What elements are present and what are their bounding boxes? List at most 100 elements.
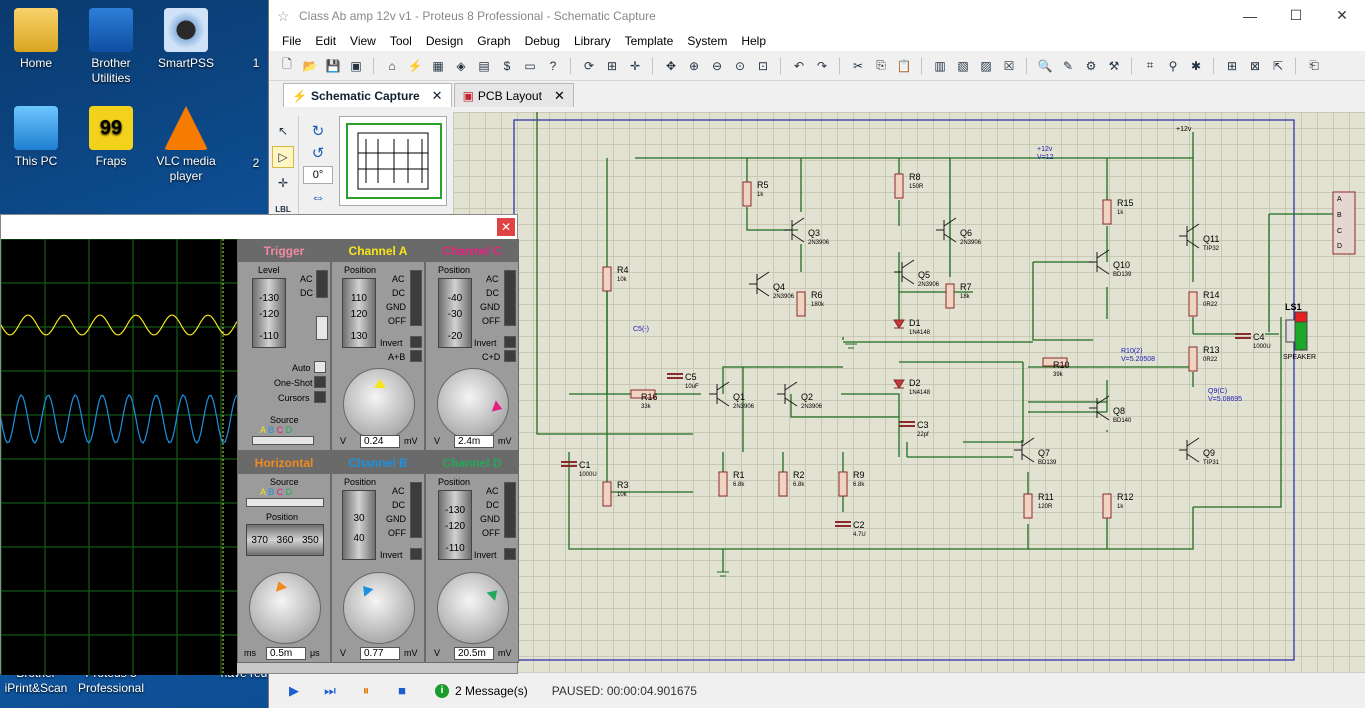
wire-label-icon[interactable]: LBL <box>275 204 291 214</box>
pause-icon[interactable]: ⏸ <box>362 682 370 698</box>
step-icon[interactable]: ⏭ <box>324 682 336 698</box>
desktop-icon-partial-2[interactable]: 2 <box>252 156 260 170</box>
wire-autorouter-icon[interactable]: ⌗ <box>1146 58 1154 72</box>
desktop-icon-this-pc[interactable]: This PC <box>0 106 72 169</box>
new-sheet-icon[interactable]: ⊞ <box>1226 58 1238 73</box>
desktop-icon-smartpss[interactable]: SmartPSS <box>150 8 222 71</box>
decompose-icon[interactable]: ⚒ <box>1108 58 1120 73</box>
channel-d-invert-toggle[interactable] <box>504 548 516 560</box>
menu-view[interactable]: View <box>350 34 376 48</box>
menu-debug[interactable]: Debug <box>524 34 560 48</box>
menu-file[interactable]: File <box>282 34 302 48</box>
menu-system[interactable]: System <box>687 34 728 48</box>
desktop-icon-fraps[interactable]: 99 Fraps <box>75 106 147 169</box>
pick-device-icon[interactable]: 🔍 <box>1037 58 1053 73</box>
channel-c-volts-knob[interactable] <box>437 368 509 440</box>
grid-toggle-icon[interactable]: ⊞ <box>606 58 618 73</box>
block-move-icon[interactable]: ▧ <box>957 58 969 73</box>
block-rotate-icon[interactable]: ▨ <box>980 58 992 73</box>
close-button[interactable]: ✕ <box>1336 7 1348 23</box>
minimize-button[interactable]: — <box>1243 7 1257 24</box>
trigger-auto-toggle[interactable] <box>314 361 326 373</box>
trigger-edge-switch[interactable] <box>316 316 328 340</box>
schematic-icon[interactable]: ⚡ <box>407 58 423 73</box>
channel-b-coupling-switch[interactable] <box>410 482 422 538</box>
zoom-out-icon[interactable]: ⊖ <box>711 58 723 73</box>
rotation-angle[interactable]: 0° <box>303 166 333 184</box>
title-bar[interactable]: ☆ Class Ab amp 12v v1 - Proteus 8 Profes… <box>269 0 1365 31</box>
menu-design[interactable]: Design <box>425 34 464 48</box>
make-device-icon[interactable]: ✎ <box>1062 58 1074 73</box>
channel-a-combine-toggle[interactable] <box>410 350 422 362</box>
channel-a-position-wheel[interactable]: 110 120 130 <box>342 278 376 348</box>
gerber-icon[interactable]: ◈ <box>456 58 466 73</box>
zoom-all-icon[interactable]: ⊙ <box>734 58 746 73</box>
zoom-in-icon[interactable]: ⊕ <box>688 58 700 73</box>
copy-icon[interactable]: ⎘ <box>876 58 886 72</box>
channel-d-volts-knob[interactable] <box>437 572 509 644</box>
netlist-icon[interactable]: ⎗ <box>1309 58 1319 72</box>
channel-a-invert-toggle[interactable] <box>410 336 422 348</box>
play-icon[interactable]: ▶ <box>289 682 299 698</box>
channel-c-invert-toggle[interactable] <box>504 336 516 348</box>
trigger-coupling-switch[interactable] <box>316 270 328 298</box>
source-code-icon[interactable]: $ <box>503 58 511 73</box>
channel-c-combine-toggle[interactable] <box>504 350 516 362</box>
scope-close-icon[interactable]: ✕ <box>497 218 515 236</box>
menu-graph[interactable]: Graph <box>477 34 511 48</box>
paste-icon[interactable]: 📋 <box>896 58 912 73</box>
close-tab-icon[interactable]: ✕ <box>431 87 443 103</box>
trigger-level-wheel[interactable]: -130 -120 -110 <box>252 278 286 348</box>
scope-title-bar[interactable]: ✕ <box>1 215 517 239</box>
desktop-icon-vlc[interactable]: VLC media player <box>150 106 222 184</box>
pan-icon[interactable]: ✥ <box>665 58 677 73</box>
redo-icon[interactable]: ↷ <box>816 58 828 73</box>
trigger-oneshot-toggle[interactable] <box>314 376 326 388</box>
packaging-tool-icon[interactable]: ⚙ <box>1085 58 1097 73</box>
stop-icon[interactable]: ■ <box>398 683 406 698</box>
zoom-area-icon[interactable]: ⊡ <box>757 58 769 73</box>
save-icon[interactable]: 💾 <box>325 58 341 73</box>
component-mode-icon[interactable]: ▷ <box>272 146 294 168</box>
desktop-icon-home[interactable]: Home <box>0 8 72 71</box>
exit-to-parent-icon[interactable]: ⇱ <box>1272 58 1284 73</box>
block-delete-icon[interactable]: ☒ <box>1003 58 1015 73</box>
help-icon[interactable]: ? <box>549 58 557 73</box>
trigger-cursors-toggle[interactable] <box>314 391 326 403</box>
menu-edit[interactable]: Edit <box>315 34 337 48</box>
rotate-cw-icon[interactable]: ↻ <box>311 123 325 140</box>
refresh-icon[interactable]: ⟳ <box>583 58 595 73</box>
mirror-horizontal-icon[interactable]: ⇔ <box>310 188 326 206</box>
menu-library[interactable]: Library <box>573 34 611 48</box>
horizontal-time-knob[interactable] <box>249 572 321 644</box>
channel-b-position-wheel[interactable]: 30 40 <box>342 490 376 560</box>
undo-icon[interactable]: ↶ <box>793 58 805 73</box>
notes-icon[interactable]: ▭ <box>524 58 536 73</box>
tab-schematic-capture[interactable]: ⚡ Schematic Capture ✕ <box>283 83 452 107</box>
horizontal-position-wheel[interactable]: 370 360 350 <box>246 524 324 556</box>
trigger-source-slider[interactable] <box>252 436 314 445</box>
channel-c-coupling-switch[interactable] <box>504 270 516 326</box>
new-file-icon[interactable]: 🗋 <box>282 57 292 71</box>
channel-a-coupling-switch[interactable] <box>410 270 422 326</box>
property-assign-icon[interactable]: ✱ <box>1190 58 1202 73</box>
open-folder-icon[interactable]: 📂 <box>302 58 318 73</box>
desktop-icon-partial-1[interactable]: 1 <box>252 56 260 70</box>
menu-template[interactable]: Template <box>624 34 674 48</box>
horizontal-source-slider[interactable] <box>246 498 324 507</box>
selection-mode-icon[interactable]: ↖ <box>277 124 289 138</box>
cut-icon[interactable]: ✂ <box>852 58 864 73</box>
channel-c-position-wheel[interactable]: -40 -30 -20 <box>438 278 472 348</box>
origin-icon[interactable]: ✛ <box>629 58 641 73</box>
remove-sheet-icon[interactable]: ⊠ <box>1249 58 1261 73</box>
channel-b-volts-knob[interactable] <box>343 572 415 644</box>
search-tag-icon[interactable]: ⚲ <box>1168 58 1178 73</box>
junction-dot-icon[interactable]: ✛ <box>277 176 289 190</box>
channel-d-coupling-switch[interactable] <box>504 482 516 538</box>
channel-a-volts-knob[interactable] <box>343 368 415 440</box>
channel-b-invert-toggle[interactable] <box>410 548 422 560</box>
close-tab-icon[interactable]: ✕ <box>553 87 565 103</box>
home-icon[interactable]: ⌂ <box>388 58 396 73</box>
menu-help[interactable]: Help <box>741 34 767 48</box>
